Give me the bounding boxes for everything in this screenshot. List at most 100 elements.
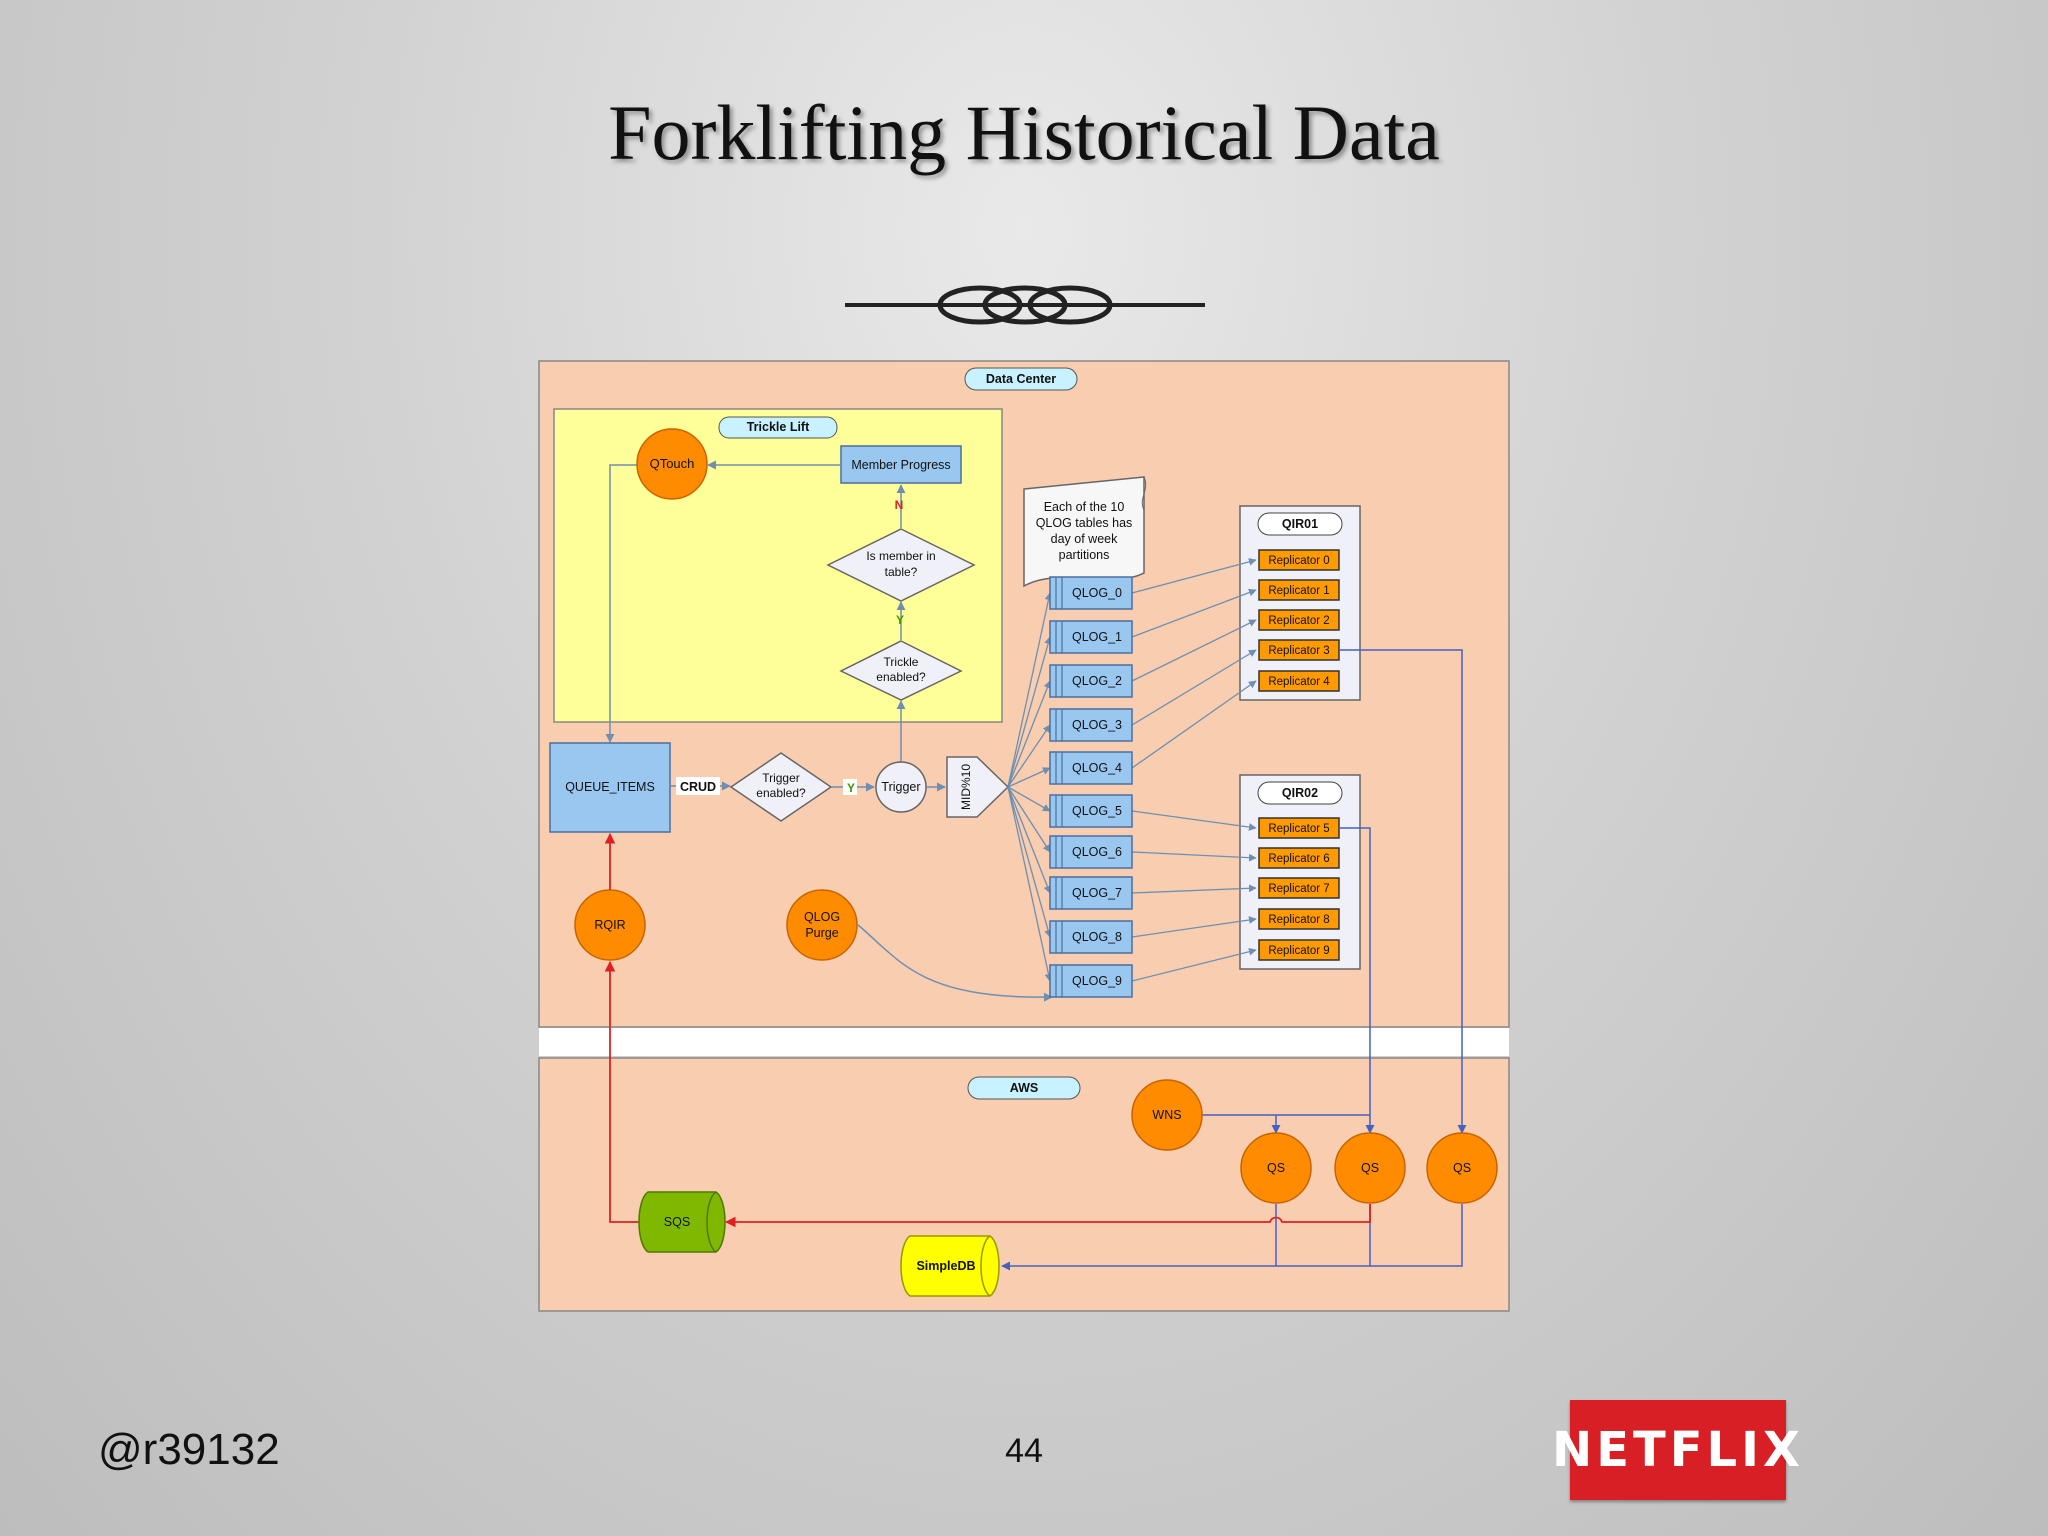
- svg-text:Replicator 0: Replicator 0: [1268, 555, 1329, 567]
- svg-text:Trickle Lift: Trickle Lift: [747, 420, 810, 434]
- qs-node-2: QS: [1334, 1132, 1406, 1204]
- svg-text:QLOG_9: QLOG_9: [1072, 974, 1122, 988]
- qlog-table-6: QLOG_6: [1049, 835, 1133, 869]
- mid-to-qlog-line: [1007, 724, 1051, 788]
- qlog-note: Each of the 10 QLOG tables has day of we…: [1023, 476, 1147, 588]
- svg-text:enabled?: enabled?: [756, 786, 806, 800]
- svg-text:Replicator 3: Replicator 3: [1268, 645, 1329, 657]
- svg-text:Is member in: Is member in: [866, 549, 935, 563]
- svg-text:Replicator 1: Replicator 1: [1268, 585, 1329, 597]
- svg-text:QS: QS: [1453, 1161, 1471, 1175]
- qlog-table-4: QLOG_4: [1049, 751, 1133, 785]
- sqs-node: SQS: [638, 1191, 726, 1253]
- replicator5-to-qs2: [1340, 827, 1375, 1134]
- mid-to-qlog-line: [1007, 786, 1052, 894]
- replicator-2: Replicator 2: [1258, 609, 1340, 631]
- qlog-purge-to-qlog9: [857, 924, 1053, 1002]
- replicator-0: Replicator 0: [1258, 549, 1340, 571]
- svg-text:Replicator 9: Replicator 9: [1268, 945, 1329, 957]
- replicator-9: Replicator 9: [1258, 939, 1340, 961]
- qlog-to-replicator-line: [1131, 916, 1257, 938]
- qlog-to-replicator-line: [1131, 884, 1257, 894]
- qlog-table-3: QLOG_3: [1049, 708, 1133, 742]
- qlog-to-replicator-line: [1131, 947, 1257, 982]
- svg-text:day of week: day of week: [1051, 532, 1118, 546]
- sqs-to-rqir: [604, 960, 640, 1223]
- mid-to-qlog-line: [1007, 592, 1053, 788]
- data-center-label: Data Center: [964, 367, 1078, 391]
- svg-text:RQIR: RQIR: [594, 918, 625, 932]
- svg-text:QIR01: QIR01: [1282, 517, 1318, 531]
- svg-text:QLOG tables has: QLOG tables has: [1036, 516, 1133, 530]
- svg-text:Purge: Purge: [805, 926, 838, 940]
- svg-text:Replicator 5: Replicator 5: [1268, 823, 1329, 835]
- svg-text:Replicator 6: Replicator 6: [1268, 853, 1329, 865]
- qlog-table-0: QLOG_0: [1049, 576, 1133, 610]
- simpledb-node: SimpleDB: [900, 1235, 1000, 1297]
- qlog-to-replicator-line: [1131, 649, 1257, 726]
- replicator-6: Replicator 6: [1258, 847, 1340, 869]
- svg-text:Trickle: Trickle: [884, 655, 919, 669]
- svg-text:Data Center: Data Center: [986, 372, 1056, 386]
- svg-text:Each of the 10: Each of the 10: [1044, 500, 1125, 514]
- replicator-4: Replicator 4: [1258, 670, 1340, 692]
- qir02-container: QIR02: [1239, 774, 1361, 970]
- svg-text:QTouch: QTouch: [650, 456, 695, 471]
- replicator-3: Replicator 3: [1258, 639, 1340, 661]
- svg-text:SimpleDB: SimpleDB: [916, 1259, 975, 1273]
- is-member-decision: Is member in table?: [826, 528, 976, 602]
- svg-text:QLOG_6: QLOG_6: [1072, 845, 1122, 859]
- mid-mod-node: MID%10: [946, 756, 1010, 818]
- qlog-table-5: QLOG_5: [1049, 794, 1133, 828]
- replicator-7: Replicator 7: [1258, 877, 1340, 899]
- qs-node-1: QS: [1240, 1132, 1312, 1204]
- svg-text:Replicator 7: Replicator 7: [1268, 883, 1329, 895]
- qtouch-node: QTouch: [636, 428, 708, 500]
- qlog-purge-node: QLOG Purge: [786, 889, 858, 961]
- mid-to-qlog-line: [1007, 636, 1052, 788]
- wns-to-qs: [1202, 1114, 1370, 1133]
- mid-to-qlog-line: [1007, 680, 1052, 788]
- svg-text:QLOG_3: QLOG_3: [1072, 718, 1122, 732]
- qlog-to-replicator-line: [1131, 588, 1257, 638]
- region-gap: [539, 1028, 1509, 1056]
- page-number: 44: [1005, 1432, 1043, 1470]
- svg-text:QLOG_8: QLOG_8: [1072, 930, 1122, 944]
- svg-text:AWS: AWS: [1010, 1081, 1038, 1095]
- qlog-to-replicator-line: [1131, 810, 1257, 831]
- qlog-table-2: QLOG_2: [1049, 664, 1133, 698]
- qs-node-3: QS: [1426, 1132, 1498, 1204]
- mid-to-qlog-line: [1007, 786, 1051, 812]
- yes-label-trigger: Y: [847, 781, 855, 795]
- qlog-to-replicator-line: [1131, 558, 1257, 594]
- wns-node: WNS: [1131, 1079, 1203, 1151]
- svg-text:SQS: SQS: [664, 1215, 690, 1229]
- ornament-divider: [845, 285, 1205, 325]
- svg-text:QLOG_0: QLOG_0: [1072, 586, 1122, 600]
- mid-to-qlog-line: [1007, 786, 1053, 982]
- replicator-8: Replicator 8: [1258, 908, 1340, 930]
- svg-text:QIR02: QIR02: [1282, 786, 1318, 800]
- qir01-container: QIR01: [1239, 505, 1361, 701]
- trickle-lift-label: Trickle Lift: [718, 416, 838, 439]
- slide-title: Forklifting Historical Data: [608, 89, 1440, 176]
- svg-text:enabled?: enabled?: [876, 670, 926, 684]
- svg-text:Replicator 4: Replicator 4: [1268, 676, 1330, 688]
- crud-label: CRUD: [680, 780, 716, 794]
- svg-text:WNS: WNS: [1152, 1108, 1181, 1122]
- qlog-to-replicator-line: [1131, 851, 1257, 862]
- mid-to-qlog-line: [1007, 786, 1052, 938]
- svg-text:Replicator 2: Replicator 2: [1268, 615, 1329, 627]
- svg-text:QLOG_2: QLOG_2: [1072, 674, 1122, 688]
- svg-text:QLOG_4: QLOG_4: [1072, 761, 1122, 775]
- svg-text:Trigger: Trigger: [881, 780, 920, 794]
- netflix-logo: NETFLIX: [1552, 1400, 1800, 1500]
- svg-text:QLOG_5: QLOG_5: [1072, 804, 1122, 818]
- no-label: N: [895, 498, 904, 512]
- svg-text:Member Progress: Member Progress: [851, 458, 950, 472]
- qlog-table-7: QLOG_7: [1049, 876, 1133, 910]
- trigger-enabled-decision: Trigger enabled?: [729, 752, 833, 822]
- trigger-node: Trigger: [875, 761, 927, 813]
- replicator3-to-qs3: [1340, 649, 1467, 1134]
